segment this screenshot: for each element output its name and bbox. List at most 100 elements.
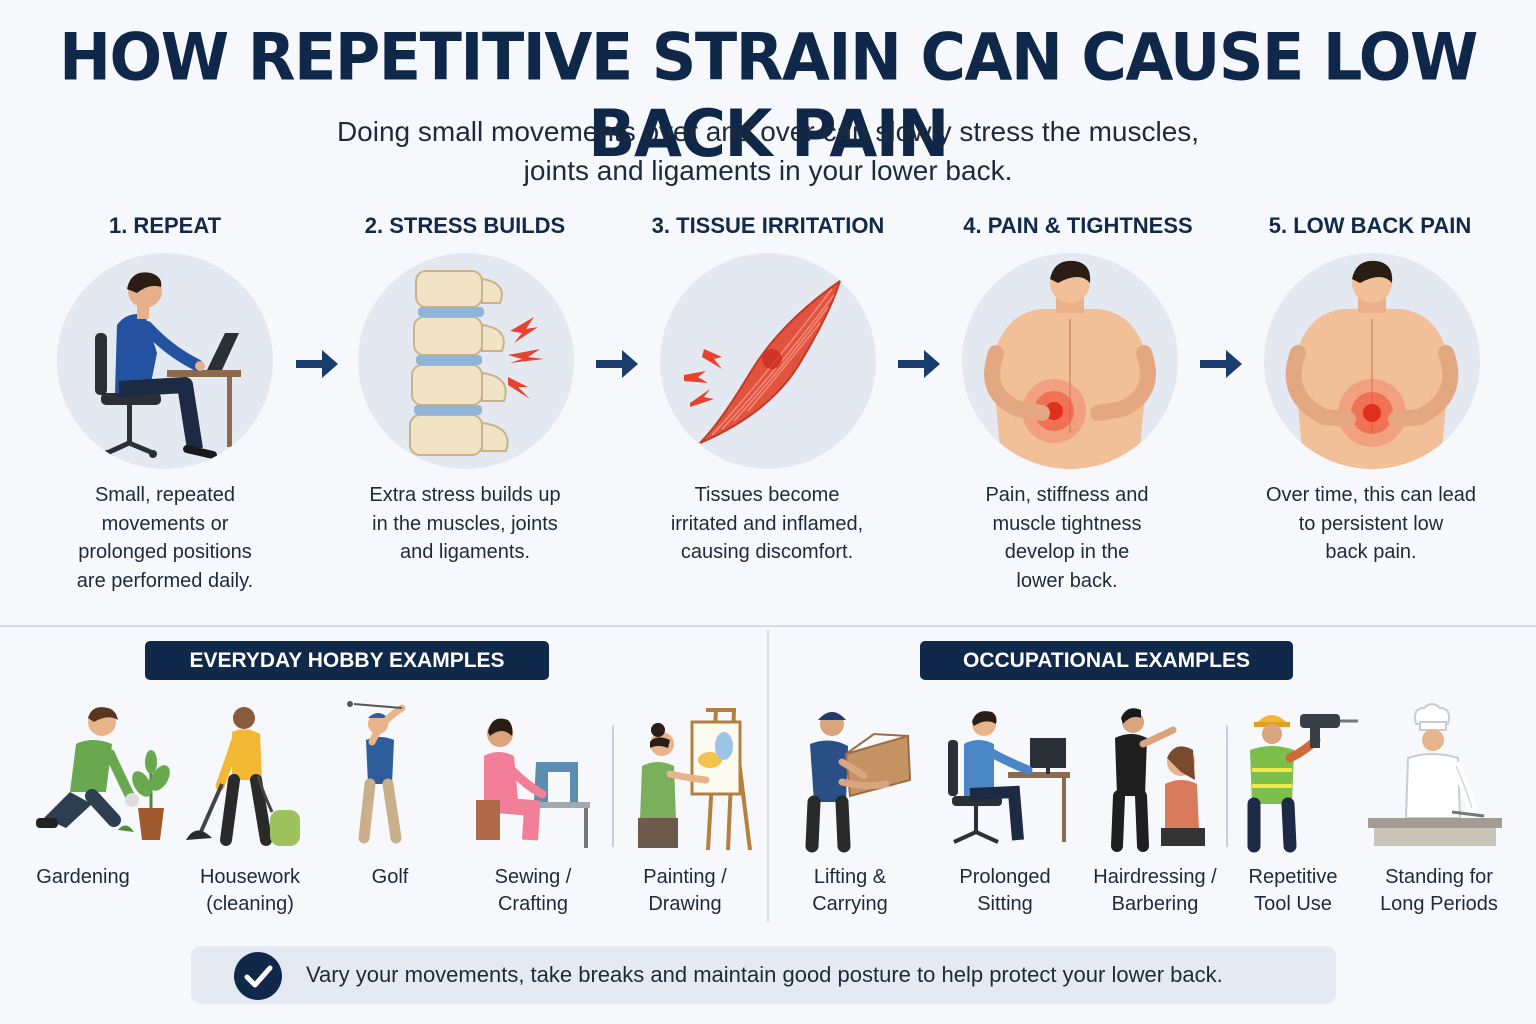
- subtitle-line: joints and ligaments in your lower back.: [523, 155, 1013, 186]
- step-title: 4. PAIN & TIGHTNESS: [963, 213, 1193, 238]
- example-illustration: [786, 700, 936, 855]
- text-line: lower back.: [1016, 569, 1118, 592]
- step-description: Extra stress builds up in the muscles, j…: [340, 481, 590, 567]
- checkmark-circle-icon: [234, 952, 282, 1000]
- text-line: (cleaning): [206, 893, 294, 915]
- section-divider: [0, 625, 1536, 627]
- page-title: HOW REPETITIVE STRAIN CAN CAUSE LOW BACK…: [59, 18, 1478, 172]
- text-line: are performed daily.: [76, 569, 254, 592]
- text-line: develop in the: [1004, 541, 1130, 563]
- step-description: Tissues become irritated and inflamed, c…: [642, 481, 892, 567]
- example-label: Painting / Drawing: [605, 864, 765, 918]
- example-illustration: [316, 700, 466, 855]
- text-line: muscle tightness: [992, 512, 1142, 535]
- hairdresser-icon: [1111, 708, 1205, 852]
- text-line: Sewing /: [494, 866, 572, 888]
- text-line: irritated and inflamed,: [670, 512, 864, 535]
- text-line: Housework: [199, 866, 301, 888]
- example-label: Standing for Long Periods: [1359, 864, 1519, 918]
- example-label: Housework (cleaning): [170, 864, 330, 918]
- back-pain-torso-icon: [984, 260, 1156, 469]
- text-line: Over time, this can lead: [1265, 484, 1477, 506]
- subtitle-line: Doing small movements over and over can …: [336, 116, 1200, 147]
- text-line: Pain, stiffness and: [985, 484, 1149, 506]
- example-illustration: [176, 700, 326, 855]
- step-description: Pain, stiffness and muscle tightness dev…: [942, 481, 1192, 595]
- text-line: Long Periods: [1380, 893, 1498, 915]
- text-line: in the muscles, joints: [372, 512, 558, 535]
- example-label: Repetitive Tool Use: [1213, 864, 1373, 918]
- hobby-section-heading: EVERYDAY HOBBY EXAMPLES: [145, 641, 549, 680]
- example-label: Golf: [310, 864, 470, 891]
- spine-vertebrae-icon: [409, 270, 544, 456]
- text-line: prolonged positions: [78, 541, 252, 563]
- drill-worker-icon: [1247, 714, 1358, 853]
- tip-banner: Vary your movements, take breaks and mai…: [191, 946, 1336, 1004]
- example-label: Lifting & Carrying: [770, 864, 930, 918]
- step-4-illustration: [962, 253, 1178, 469]
- text-line: and ligaments.: [399, 541, 531, 563]
- lifting-box-icon: [805, 712, 912, 853]
- lower-back-pain-icon: [1285, 260, 1459, 469]
- text-line: to persistent low: [1298, 512, 1444, 535]
- text-line: Hairdressing /: [1093, 866, 1217, 888]
- step-3-illustration: [660, 253, 876, 469]
- example-label: Gardening: [3, 864, 163, 891]
- sewing-person-icon: [476, 718, 590, 848]
- chef-standing-icon: [1368, 703, 1502, 846]
- text-line: Extra stress builds up: [369, 484, 561, 506]
- group-divider: [612, 725, 614, 847]
- text-line: Standing for: [1385, 866, 1493, 888]
- tip-text: Vary your movements, take breaks and mai…: [306, 962, 1223, 987]
- arrow-right-icon: [1200, 350, 1242, 378]
- step-2-illustration: [358, 253, 574, 469]
- text-line: Golf: [371, 866, 409, 888]
- example-illustration: [1362, 700, 1512, 855]
- example-label: Prolonged Sitting: [925, 864, 1085, 918]
- text-line: Painting /: [643, 866, 727, 888]
- arrow-right-icon: [596, 350, 638, 378]
- arrow-right-icon: [296, 350, 338, 378]
- inflamed-muscle-icon: [684, 278, 842, 444]
- example-illustration: [22, 700, 172, 855]
- example-illustration: [1226, 700, 1376, 855]
- text-line: Sitting: [977, 893, 1033, 915]
- text-line: back pain.: [1325, 541, 1417, 563]
- column-divider: [767, 630, 769, 922]
- text-line: Small, repeated: [94, 484, 236, 506]
- step-description: Over time, this can lead to persistent l…: [1246, 481, 1496, 567]
- example-label: Sewing / Crafting: [453, 864, 613, 918]
- text-line: Tissues become: [694, 484, 840, 506]
- step-title: 2. STRESS BUILDS: [364, 213, 566, 238]
- person-at-laptop-icon: [95, 272, 241, 459]
- desk-worker-icon: [948, 711, 1070, 844]
- step-1-illustration: [57, 253, 273, 469]
- example-label: Hairdressing / Barbering: [1075, 864, 1235, 918]
- text-line: Lifting &: [813, 866, 887, 888]
- golfer-icon: [347, 701, 406, 844]
- example-illustration: [1085, 700, 1235, 855]
- text-line: causing discomfort.: [680, 541, 854, 563]
- step-5-illustration: [1264, 253, 1480, 469]
- text-line: Gardening: [36, 866, 130, 888]
- step-title: 1. REPEAT: [108, 213, 222, 238]
- step-title: 5. LOW BACK PAIN: [1268, 213, 1472, 238]
- painter-easel-icon: [638, 708, 752, 851]
- text-line: Tool Use: [1254, 893, 1332, 915]
- text-line: Prolonged: [959, 866, 1051, 888]
- step-title: 3. TISSUE IRRITATION: [651, 213, 885, 238]
- page-subtitle: Doing small movements over and over can …: [268, 112, 1268, 190]
- example-illustration: [934, 700, 1084, 855]
- text-line: Barbering: [1111, 893, 1199, 915]
- example-illustration: [462, 700, 612, 855]
- text-line: Drawing: [648, 893, 722, 915]
- text-line: Repetitive: [1248, 866, 1338, 888]
- text-line: movements or: [101, 512, 229, 535]
- occupation-section-heading: OCCUPATIONAL EXAMPLES: [920, 641, 1293, 680]
- arrow-right-icon: [898, 350, 940, 378]
- step-description: Small, repeated movements or prolonged p…: [40, 481, 290, 595]
- gardening-person-icon: [36, 707, 170, 840]
- text-line: Carrying: [812, 893, 888, 915]
- vacuuming-person-icon: [186, 707, 300, 846]
- text-line: Crafting: [497, 893, 569, 915]
